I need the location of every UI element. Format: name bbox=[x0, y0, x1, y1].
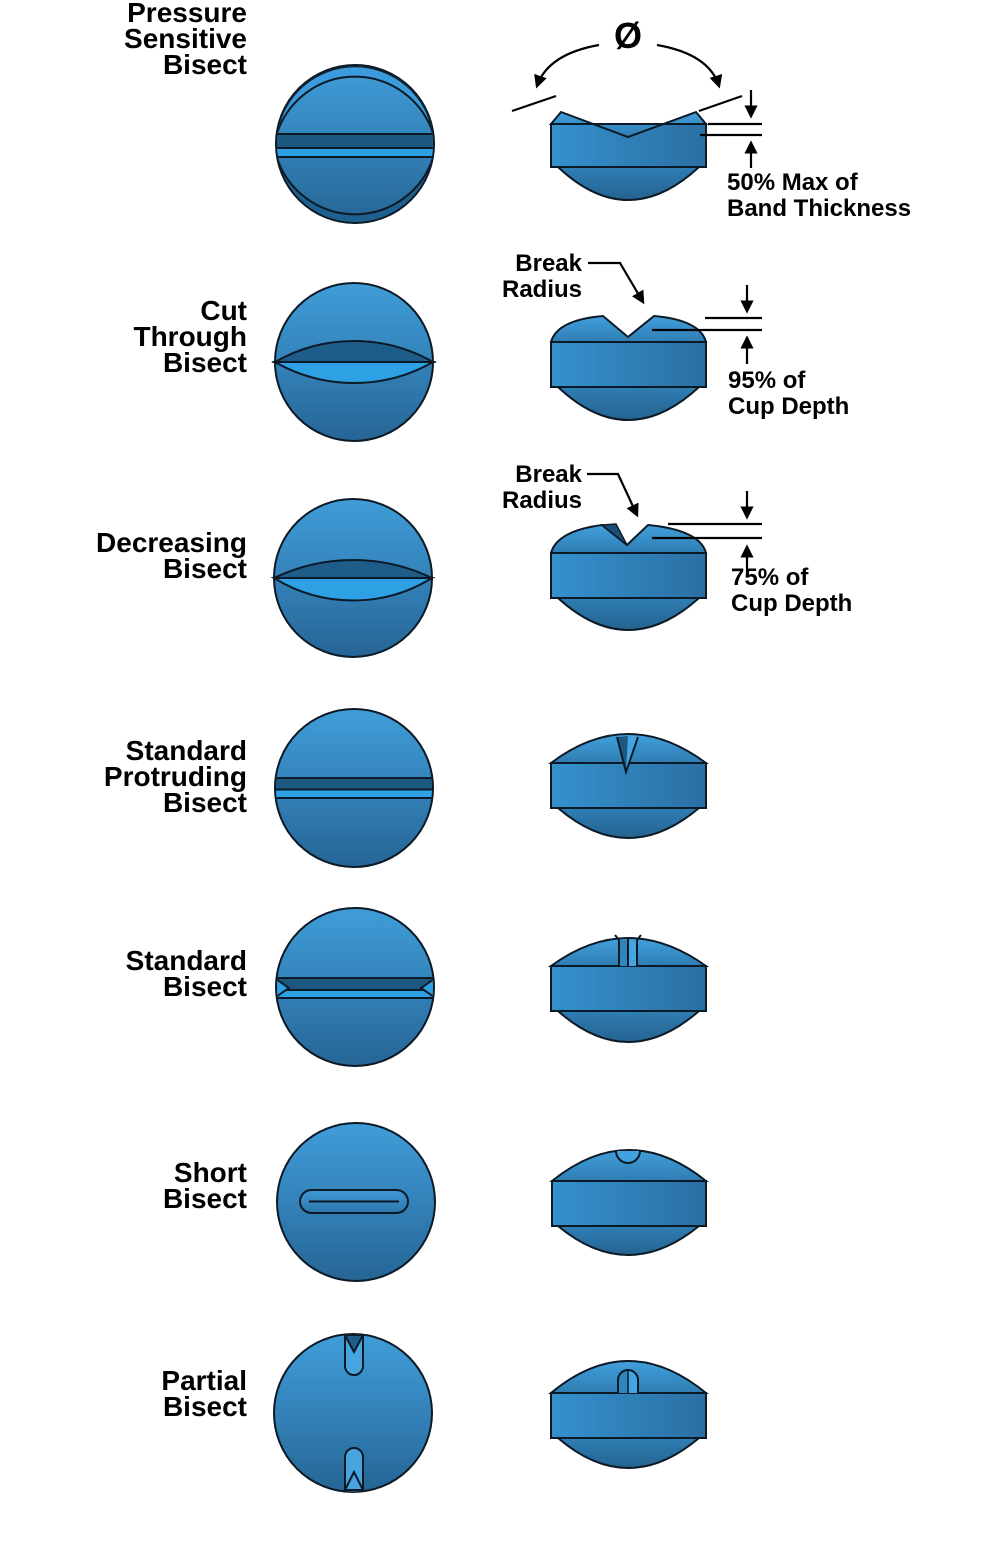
standard-bisect-drawings bbox=[275, 907, 710, 1067]
cut-through-drawings bbox=[271, 261, 762, 442]
decreasing-top-view bbox=[270, 498, 436, 658]
break-radius-arrow bbox=[588, 261, 645, 305]
dimension-note: 75% of Cup Depth bbox=[731, 564, 853, 617]
decreasing-side-view bbox=[549, 523, 708, 631]
cup-depth-dimension bbox=[652, 491, 762, 572]
pressure-sensitive-top-view bbox=[275, 64, 435, 224]
short-bisect-top-view bbox=[276, 1122, 436, 1282]
break-radius-arrow bbox=[587, 472, 639, 518]
row-cut-through-bisect: Cut Through Bisect Break Radius 95% of C… bbox=[0, 240, 982, 455]
break-radius-callout: Break Radius bbox=[501, 250, 582, 303]
short-bisect-side-view bbox=[549, 1149, 709, 1256]
band-thickness-dimension bbox=[700, 90, 762, 168]
bisect-type-label: Standard Protruding Bisect bbox=[103, 735, 247, 818]
row-short-bisect: Short Bisect bbox=[0, 1100, 982, 1310]
partial-bisect-top-view bbox=[273, 1333, 433, 1493]
diameter-symbol: Ø bbox=[613, 15, 642, 56]
pressure-sensitive-side-view bbox=[548, 110, 709, 201]
row-pressure-sensitive-bisect: Pressure Sensitive Bisect Ø 50% Max of B… bbox=[0, 0, 982, 240]
dimension-note: 95% of Cup Depth bbox=[728, 367, 850, 420]
bisect-type-label: Cut Through Bisect bbox=[133, 295, 247, 378]
row-standard-protruding-bisect: Standard Protruding Bisect bbox=[0, 690, 982, 890]
row-partial-bisect: Partial Bisect bbox=[0, 1310, 982, 1549]
standard-bisect-side-view bbox=[547, 934, 710, 1043]
bisect-type-label: Partial Bisect bbox=[161, 1365, 247, 1422]
short-bisect-drawings bbox=[276, 1122, 709, 1282]
row-standard-bisect: Standard Bisect bbox=[0, 890, 982, 1100]
decreasing-drawings bbox=[270, 472, 762, 658]
partial-bisect-drawings bbox=[273, 1333, 709, 1493]
bisect-type-label: Standard Bisect bbox=[125, 945, 247, 1002]
standard-protruding-top-view bbox=[274, 708, 434, 868]
cut-through-side-view bbox=[549, 314, 708, 421]
standard-protruding-side-view bbox=[548, 733, 710, 839]
cup-depth-dimension bbox=[652, 285, 762, 364]
pressure-sensitive-drawings bbox=[275, 43, 762, 224]
bisect-type-label: Decreasing Bisect bbox=[96, 527, 247, 584]
row-decreasing-bisect: Decreasing Bisect Break Radius 75% of Cu… bbox=[0, 455, 982, 690]
standard-protruding-drawings bbox=[274, 708, 710, 868]
dimension-note: 50% Max of Band Thickness bbox=[727, 169, 912, 222]
break-radius-callout: Break Radius bbox=[501, 461, 582, 514]
diameter-annotation bbox=[511, 43, 743, 113]
bisect-type-label: Short Bisect bbox=[162, 1157, 247, 1214]
partial-bisect-side-view bbox=[548, 1360, 709, 1469]
cut-through-top-view bbox=[271, 282, 437, 442]
standard-bisect-top-view bbox=[275, 907, 435, 1067]
bisect-type-label: Pressure Sensitive Bisect bbox=[124, 0, 247, 80]
